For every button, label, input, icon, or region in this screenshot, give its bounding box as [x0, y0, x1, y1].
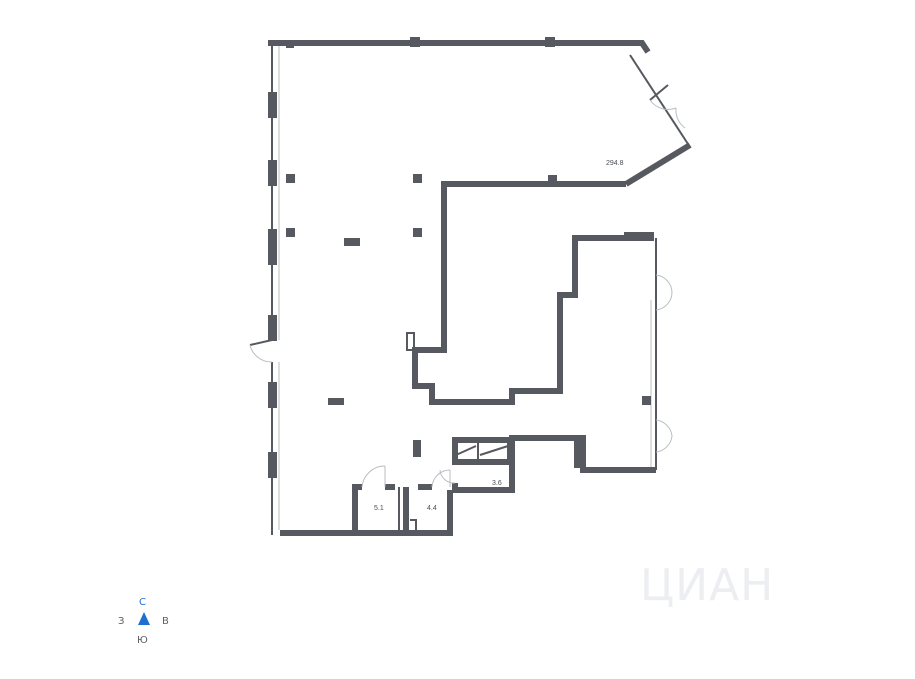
column: [344, 238, 360, 246]
door-ne: [649, 84, 669, 101]
room-area-a: 5.1: [374, 505, 384, 512]
column: [545, 37, 555, 47]
column: [268, 92, 277, 118]
column: [413, 228, 422, 237]
compass-west: З: [118, 616, 124, 627]
column: [286, 174, 295, 183]
door-east-swing: [655, 274, 673, 294]
door-east-swing-c: [655, 419, 673, 437]
shaft-outline: [406, 332, 415, 351]
column: [328, 398, 344, 405]
door-ne-swing-b: [675, 107, 686, 129]
column: [268, 315, 277, 341]
compass-north: С: [139, 597, 146, 608]
door-east-swing-d: [655, 435, 673, 453]
door-ne-swing: [649, 99, 677, 110]
column: [268, 229, 277, 265]
door-small-b: [410, 519, 417, 533]
door-west: [249, 339, 273, 346]
compass-east: В: [162, 616, 169, 627]
wall-inner-step: [412, 181, 654, 405]
door-west-swing: [249, 344, 273, 363]
wall-small-rooms: [352, 484, 362, 533]
column: [413, 440, 421, 457]
column: [268, 382, 277, 408]
outer-walls: [268, 40, 692, 536]
column: [286, 228, 295, 237]
column: [548, 175, 557, 184]
wall-ne-window: [629, 54, 689, 145]
column: [574, 438, 583, 468]
door-room-c: [439, 469, 456, 484]
wall-small-rooms-b: [355, 490, 453, 536]
door-room-b: [431, 469, 451, 488]
column: [268, 160, 277, 186]
watermark: ЦИАН: [640, 560, 774, 611]
door-room-a: [361, 465, 386, 488]
room-labels: 294.8 5.1 4.4 3.6: [374, 160, 624, 512]
column: [286, 40, 294, 48]
room-area-b: 4.4: [427, 505, 437, 512]
column: [413, 174, 422, 183]
column: [268, 452, 277, 478]
column: [642, 396, 651, 405]
room-area-main: 294.8: [606, 160, 624, 167]
stair-diag: [479, 445, 509, 456]
wall-ne-angled: [624, 142, 692, 187]
compass-south: Ю: [137, 635, 148, 646]
column: [624, 232, 654, 239]
compass-arrow-icon: [138, 612, 150, 625]
watermark-text: ЦИАН: [640, 560, 774, 611]
stair-diag: [455, 445, 477, 456]
door-east-swing-b: [655, 292, 673, 311]
columns: [268, 37, 654, 478]
column: [410, 37, 420, 47]
stair-block: [452, 437, 513, 465]
stair-outline: [452, 437, 513, 465]
wall-top: [268, 40, 651, 54]
room-area-c: 3.6: [492, 480, 502, 487]
doors: [249, 84, 686, 533]
compass: С З В Ю: [118, 597, 169, 646]
